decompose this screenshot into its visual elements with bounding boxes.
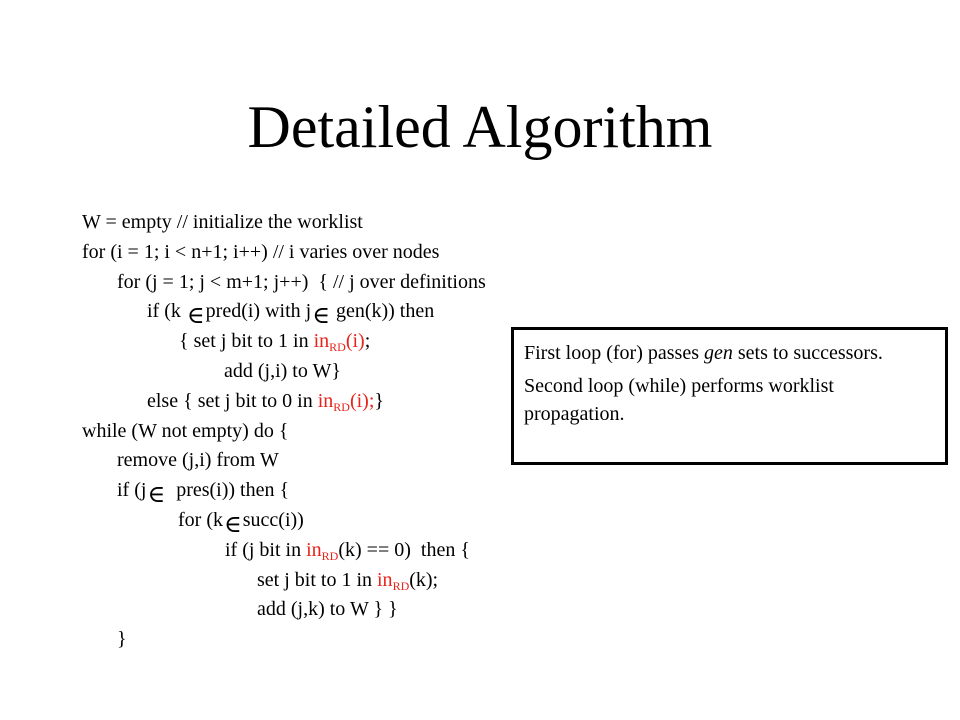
note-gen-term: gen bbox=[703, 342, 733, 364]
code-line-4: if (k ∈pred(i) with j∈ gen(k)) then bbox=[82, 297, 486, 330]
code-line-15: } bbox=[82, 625, 486, 655]
code-text: for (k bbox=[178, 508, 223, 531]
in-rd-subscript: RD bbox=[333, 399, 350, 414]
code-text: for (i = 1; i < n+1; i++) // i varies ov… bbox=[82, 240, 440, 263]
in-rd-subscript: RD bbox=[321, 548, 339, 563]
code-text: pres(i)) then { bbox=[166, 479, 290, 502]
note-paragraph-1: First loop (for) passes gen sets to succ… bbox=[524, 339, 935, 367]
code-text: (k); bbox=[409, 568, 439, 591]
code-text: (k) == 0) then { bbox=[338, 538, 470, 561]
code-text: add (j,k) to W } } bbox=[257, 598, 398, 621]
note-paragraph-2: Second loop (while) performs worklist pr… bbox=[524, 375, 834, 425]
in-rd-label: in bbox=[317, 389, 334, 412]
code-text: else { set j bit to 0 in bbox=[147, 389, 318, 412]
code-text: ; bbox=[364, 330, 371, 353]
code-text: pred(i) with j bbox=[205, 300, 312, 323]
code-line-9: remove (j,i) from W bbox=[82, 446, 486, 476]
code-text: if (j bit in bbox=[225, 538, 307, 561]
in-rd-label: in bbox=[313, 330, 330, 353]
element-of-icon: ∈ bbox=[312, 303, 330, 330]
note-box: First loop (for) passes gen sets to succ… bbox=[511, 327, 948, 465]
in-rd-subscript: RD bbox=[392, 578, 410, 593]
code-line-11: for (k∈succ(i)) bbox=[82, 506, 486, 538]
code-text: W = empty // initialize the worklist bbox=[82, 211, 363, 233]
algorithm-code: W = empty // initialize the worklist for… bbox=[82, 208, 486, 655]
code-line-6: add (j,i) to W} bbox=[82, 357, 486, 387]
in-rd-arg: (i); bbox=[349, 389, 375, 412]
code-line-7: else { set j bit to 0 in inRD(i);} bbox=[82, 387, 486, 417]
code-text: if (j bbox=[117, 479, 147, 502]
note-text: First loop (for) passes bbox=[524, 342, 704, 364]
code-line-2: for (i = 1; i < n+1; i++) // i varies ov… bbox=[82, 238, 486, 268]
slide-title: Detailed Algorithm bbox=[247, 94, 713, 160]
code-text: remove (j,i) from W bbox=[117, 449, 279, 472]
code-line-8: while (W not empty) do { bbox=[82, 417, 486, 447]
code-text: succ(i)) bbox=[242, 508, 304, 531]
code-text: } bbox=[374, 389, 384, 412]
code-line-14: add (j,k) to W } } bbox=[82, 595, 486, 625]
in-rd-label: in bbox=[306, 538, 322, 561]
in-rd-label: in bbox=[377, 568, 393, 591]
element-of-icon: ∈ bbox=[147, 482, 166, 509]
element-of-icon: ∈ bbox=[186, 303, 205, 330]
code-text: add (j,i) to W} bbox=[224, 359, 341, 382]
code-line-1: W = empty // initialize the worklist bbox=[82, 208, 486, 238]
code-line-5: { set j bit to 1 in inRD(i); bbox=[82, 327, 486, 357]
code-text: for (j = 1; j < m+1; j++) { // j over de… bbox=[117, 270, 486, 293]
note-text: sets to successors. bbox=[732, 342, 883, 364]
code-text: while (W not empty) do { bbox=[82, 419, 289, 442]
in-rd-arg: (i) bbox=[345, 330, 365, 353]
code-line-3: for (j = 1; j < m+1; j++) { // j over de… bbox=[82, 268, 486, 298]
code-text: set j bit to 1 in bbox=[257, 568, 377, 591]
code-text: gen(k)) then bbox=[330, 300, 435, 323]
element-of-icon: ∈ bbox=[223, 511, 242, 538]
code-text: } bbox=[117, 628, 127, 651]
code-text: if (k bbox=[147, 300, 186, 323]
code-text: { set j bit to 1 in bbox=[179, 330, 314, 353]
code-line-10: if (j∈ pres(i)) then { bbox=[82, 476, 486, 509]
in-rd-subscript: RD bbox=[329, 340, 346, 355]
code-line-12: if (j bit in inRD(k) == 0) then { bbox=[82, 536, 486, 566]
code-line-13: set j bit to 1 in inRD(k); bbox=[82, 566, 486, 596]
